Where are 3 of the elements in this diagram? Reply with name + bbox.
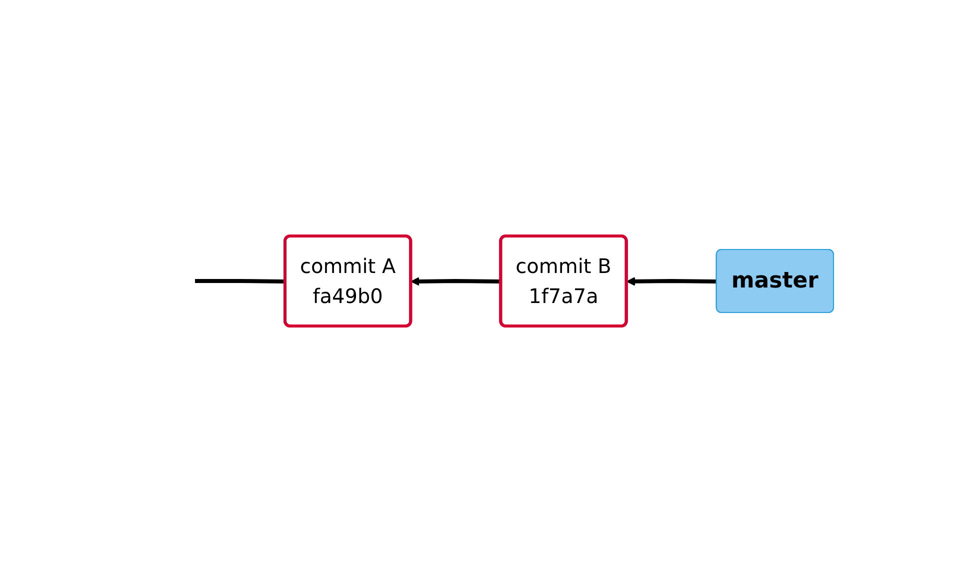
arrow xyxy=(626,276,718,286)
arrow xyxy=(411,276,502,286)
connector xyxy=(195,278,286,283)
